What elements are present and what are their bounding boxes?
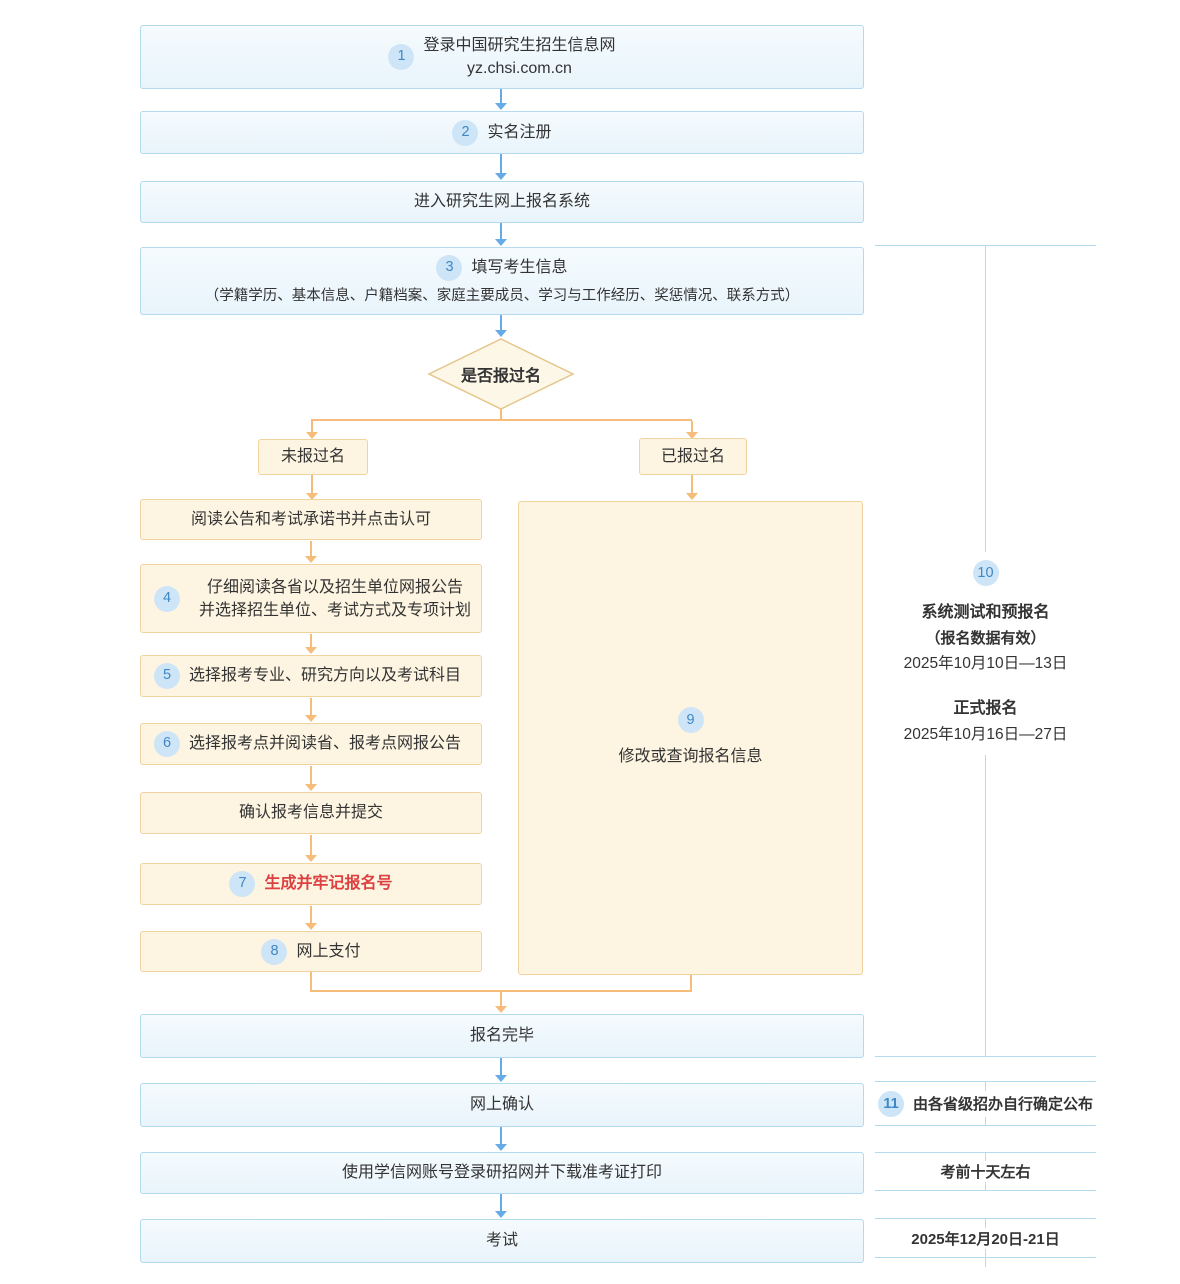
step-10-badge: 10 xyxy=(972,560,999,586)
step-8-box: 8 网上支付 xyxy=(140,931,482,972)
pre-registration-title: 系统测试和预报名 xyxy=(921,604,1050,621)
note-row-confirm-time: 11 由各省级招办自行确定公布 xyxy=(869,1081,1103,1126)
pre-registration-note: （报名数据有效） xyxy=(925,630,1046,647)
step-7-box: 7 生成并牢记报名号 xyxy=(140,863,482,905)
step-11-badge: 11 xyxy=(878,1090,904,1117)
step-enter-system-box: 进入研究生网上报名系统 xyxy=(140,181,864,223)
step-9-box: 9 修改或查询报名信息 xyxy=(518,501,863,975)
arrow-down-icon xyxy=(495,992,507,1013)
arrow-down-icon xyxy=(305,541,317,563)
decision-label: 是否报过名 xyxy=(460,368,541,385)
step-5-box: 5 选择报考专业、研究方向以及考试科目 xyxy=(140,655,482,697)
decision-diamond: 是否报过名 xyxy=(427,337,575,411)
step-online-confirm-box: 网上确认 xyxy=(140,1083,864,1127)
enter-system-label: 进入研究生网上报名系统 xyxy=(413,193,590,211)
arrow-down-icon xyxy=(306,421,318,439)
arrow-down-icon xyxy=(305,906,317,930)
step-9-badge: 9 xyxy=(677,707,704,734)
read-notice-label: 阅读公告和考试承诺书并点击认可 xyxy=(190,510,431,528)
step-9-label: 修改或查询报名信息 xyxy=(618,748,763,766)
connector-line xyxy=(311,419,692,421)
arrow-down-icon xyxy=(495,1127,507,1151)
connector-line xyxy=(310,972,312,991)
arrow-down-icon xyxy=(305,634,317,654)
step-3-badge: 3 xyxy=(436,255,463,281)
step-4-badge: 4 xyxy=(154,585,180,612)
arrow-down-icon xyxy=(495,223,507,246)
step-7-badge: 7 xyxy=(229,871,256,897)
branch-not-registered-label: 未报过名 xyxy=(280,448,345,466)
connector-line xyxy=(310,990,692,992)
note-row-exam-date: 2025年12月20日-21日 xyxy=(875,1218,1096,1258)
branch-registered-box: 已报过名 xyxy=(639,438,747,475)
exam-label: 考试 xyxy=(485,1232,518,1250)
register-label: 实名注册 xyxy=(487,123,552,141)
step-registration-done-box: 报名完毕 xyxy=(140,1014,864,1058)
step-login-box: 1 登录中国研究生招生信息网 yz.chsi.com.cn xyxy=(140,25,864,89)
branch-registered-label: 已报过名 xyxy=(660,447,725,465)
confirm-time-note: 由各省级招办自行确定公布 xyxy=(913,1096,1094,1113)
online-confirm-label: 网上确认 xyxy=(469,1096,534,1114)
step-4-box: 4 仔细阅读各省以及招生单位网报公告 并选择招生单位、考试方式及专项计划 xyxy=(140,564,482,633)
step-4-line1: 仔细阅读各省以及招生单位网报公告 xyxy=(206,578,463,596)
note-vertical-tick xyxy=(985,1258,986,1267)
step-6-label: 选择报考点并阅读省、报考点网报公告 xyxy=(189,735,462,753)
registration-period-bracket: 10 系统测试和预报名 （报名数据有效） 2025年10月10日—13日 正式报… xyxy=(875,245,1096,1057)
step-read-notice-box: 阅读公告和考试承诺书并点击认可 xyxy=(140,499,482,540)
step-confirm-submit-box: 确认报考信息并提交 xyxy=(140,792,482,834)
print-ticket-label: 使用学信网账号登录研招网并下载准考证打印 xyxy=(341,1164,662,1182)
connector-line xyxy=(500,409,502,420)
step-5-badge: 5 xyxy=(154,663,180,689)
step-6-box: 6 选择报考点并阅读省、报考点网报公告 xyxy=(140,723,482,765)
step-8-badge: 8 xyxy=(261,938,288,965)
arrow-down-icon xyxy=(686,421,698,439)
arrow-down-icon xyxy=(495,315,507,337)
arrow-down-icon xyxy=(306,475,318,500)
step-8-label: 网上支付 xyxy=(296,942,361,960)
connector-line xyxy=(690,975,692,991)
step-7-label: 生成并牢记报名号 xyxy=(264,875,393,893)
pre-registration-dates: 2025年10月10日—13日 xyxy=(903,655,1068,672)
ticket-time-note: 考前十天左右 xyxy=(940,1164,1031,1181)
branch-not-registered-box: 未报过名 xyxy=(258,439,368,475)
login-site-url: yz.chsi.com.cn xyxy=(467,60,572,77)
step-1-badge: 1 xyxy=(388,44,415,70)
arrow-down-icon xyxy=(305,835,317,862)
fill-info-title: 填写考生信息 xyxy=(471,259,568,277)
arrow-down-icon xyxy=(495,154,507,180)
registration-done-label: 报名完毕 xyxy=(469,1027,534,1045)
registration-period-panel: 10 系统测试和预报名 （报名数据有效） 2025年10月10日—13日 正式报… xyxy=(875,552,1096,755)
step-6-badge: 6 xyxy=(154,731,180,757)
arrow-down-icon xyxy=(686,475,698,500)
step-4-line2: 并选择招生单位、考试方式及专项计划 xyxy=(198,601,471,619)
arrow-down-icon xyxy=(305,766,317,791)
arrow-down-icon xyxy=(305,698,317,722)
arrow-down-icon xyxy=(495,1194,507,1218)
login-site-name: 登录中国研究生招生信息网 xyxy=(423,37,616,54)
step-print-ticket-box: 使用学信网账号登录研招网并下载准考证打印 xyxy=(140,1152,864,1194)
exam-date-note: 2025年12月20日-21日 xyxy=(911,1230,1060,1248)
official-registration-title: 正式报名 xyxy=(953,700,1018,717)
step-register-box: 2 实名注册 xyxy=(140,111,864,154)
step-2-badge: 2 xyxy=(452,119,479,146)
step-5-label: 选择报考专业、研究方向以及考试科目 xyxy=(189,667,462,685)
arrow-down-icon xyxy=(495,1058,507,1082)
step-exam-box: 考试 xyxy=(140,1219,864,1263)
fill-info-subtitle: （学籍学历、基本信息、户籍档案、家庭主要成员、学习与工作经历、奖惩情况、联系方式… xyxy=(204,288,800,304)
official-registration-dates: 2025年10月16日—27日 xyxy=(903,726,1068,743)
step-fill-info-box: 3 填写考生信息 （学籍学历、基本信息、户籍档案、家庭主要成员、学习与工作经历、… xyxy=(140,247,864,315)
confirm-submit-label: 确认报考信息并提交 xyxy=(238,804,383,822)
note-row-ticket-time: 考前十天左右 xyxy=(875,1152,1096,1191)
arrow-down-icon xyxy=(495,89,507,110)
